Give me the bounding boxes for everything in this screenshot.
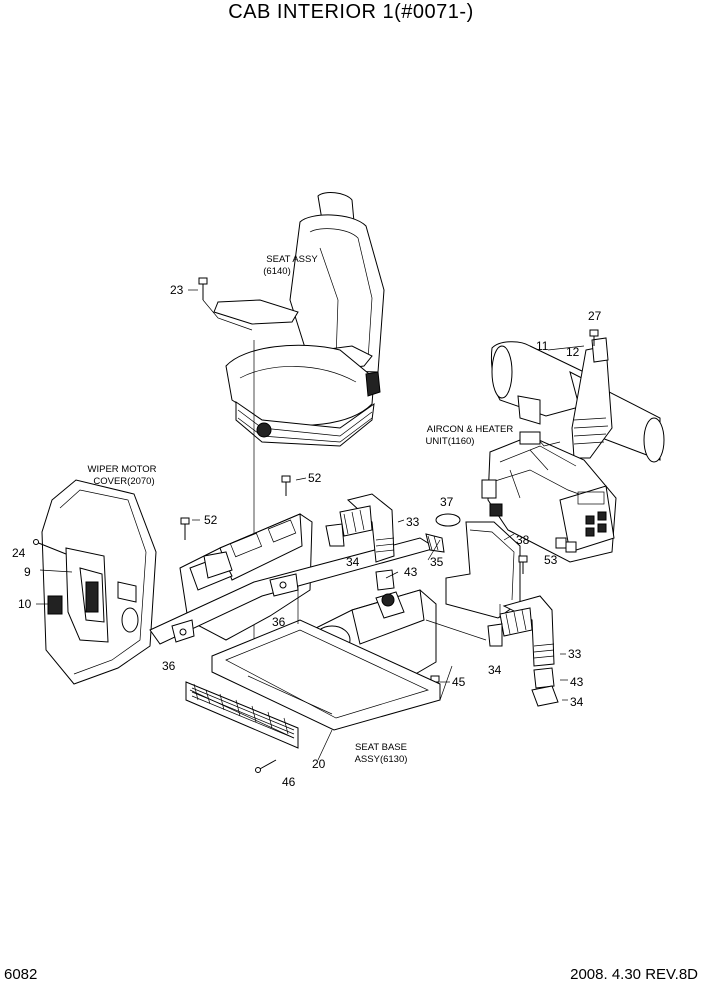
callout-52-upper: 52 [308,471,322,485]
callout-12: 12 [566,345,580,359]
callout-24: 24 [12,546,26,560]
callout-53: 53 [544,553,558,567]
air-duct-38 [445,521,521,619]
seat-base-plate [211,580,453,761]
assembly-labels: SEAT ASSY (6140) WIPER MOTOR COVER(2070)… [88,254,514,765]
callout-37: 37 [440,495,454,509]
revision-date: 2008. 4.30 REV.8D [570,966,698,983]
callout-43-lower: 43 [570,675,584,689]
callout-35: 35 [430,555,444,569]
seat-base-label-line1: SEAT BASE [355,742,407,753]
wiper-motor-cover-label-line1: WIPER MOTOR [88,464,157,475]
aircon-heater-label-line2: UNIT(1160) [426,436,475,447]
callout-46: 46 [282,775,296,789]
callout-52-left: 52 [204,513,218,527]
callout-27: 27 [588,309,602,323]
part-callouts: 23 27 11 12 52 52 37 33 24 9 10 34 43 35… [12,283,602,789]
callout-34-mid: 34 [488,663,502,677]
upper-flex-duct [325,493,461,591]
callout-38: 38 [516,533,530,547]
callout-11: 11 [536,339,549,353]
callout-33-upper: 33 [406,515,420,529]
seat-assembly [213,192,385,680]
page-title: CAB INTERIOR 1(#0071-) [228,1,474,23]
callout-36-right: 36 [272,615,286,629]
callout-10: 10 [18,597,32,611]
grille-panel [185,681,299,773]
callout-45: 45 [452,675,466,689]
callout-20: 20 [312,757,326,771]
aircon-heater-label-line1: AIRCON & HEATER [427,424,514,435]
leader-lines [192,345,585,701]
aircon-heater-unit [481,431,617,563]
page-number: 6082 [4,966,38,983]
callout-23: 23 [170,283,184,297]
callout-33-lower: 33 [568,647,582,661]
pipe-assembly [149,533,445,645]
callout-34-upper: 34 [346,555,360,569]
lower-flex-duct [487,555,559,707]
seat-assy-label-line1: SEAT ASSY [266,254,318,265]
wiper-motor-cover-label-line2: COVER(2070) [93,476,154,487]
callout-36-left: 36 [162,659,176,673]
callout-9: 9 [24,565,31,579]
wiper-motor-cover [33,479,157,685]
callout-34-lower: 34 [570,695,584,709]
callout-43-upper: 43 [404,565,418,579]
seat-base-label-line2: ASSY(6130) [355,754,408,765]
bolt-23 [188,277,253,331]
air-duct-upper [491,329,665,463]
seat-assy-label-line2: (6140) [263,266,290,277]
